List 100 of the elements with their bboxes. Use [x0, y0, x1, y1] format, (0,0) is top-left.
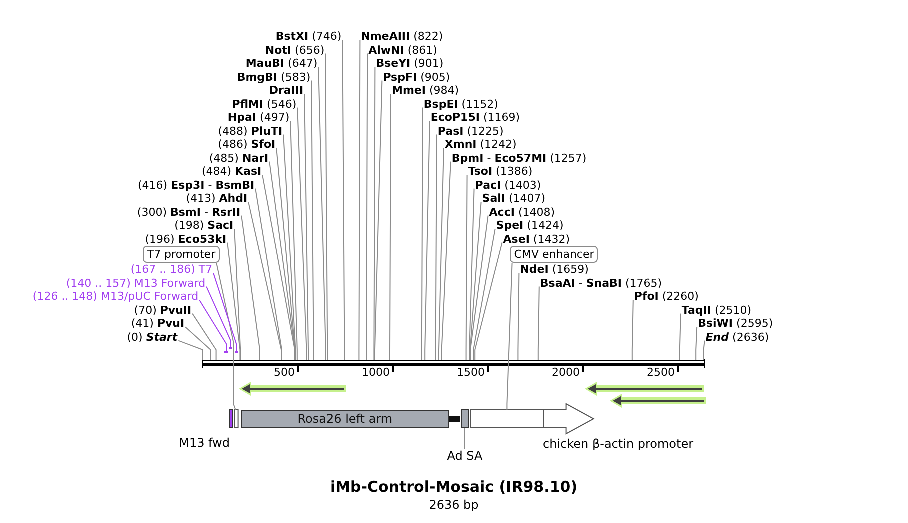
leader-line [441, 161, 452, 360]
feature-bar [234, 410, 239, 428]
restriction-site-label: (41) PvuI [131, 317, 185, 330]
restriction-site-label: MauBI (647) [246, 57, 318, 70]
restriction-site-label: PfoI (2260) [634, 290, 699, 304]
restriction-site-label: (485) NarI [209, 152, 269, 165]
restriction-site-label: MmeI (984) [392, 84, 460, 98]
feature-block [543, 403, 595, 435]
restriction-site-label: NotI (656) [265, 44, 325, 57]
leader-line [679, 313, 682, 360]
restriction-site-label: EcoP15I (1169) [430, 111, 520, 124]
leader-line [696, 326, 698, 360]
restriction-site-label: SpeI (1424) [496, 219, 564, 232]
leader-line [213, 272, 237, 352]
map-title: iMb-Control-Mosaic (IR98.10) [330, 478, 578, 496]
axis-tick-label: 1500 [457, 366, 485, 379]
leader-line [199, 300, 227, 352]
restriction-site-label: BstXI (746) [276, 30, 342, 44]
leader-line [390, 94, 392, 360]
restriction-site-label: (70) PvuII [134, 304, 192, 317]
feature-label: chicken β-actin promoter [543, 437, 694, 451]
leader-line [366, 53, 368, 360]
leader-line [518, 272, 520, 360]
restriction-site-label: PspFI (905) [383, 70, 450, 84]
restriction-site-label: BsaAI - SnaBI (1765) [540, 276, 662, 290]
axis-tick-label: 2000 [552, 366, 580, 379]
leader-line [506, 262, 513, 410]
feature-bar [229, 410, 233, 428]
leader-line [342, 40, 346, 360]
restriction-site-label: SalI (1407) [482, 192, 546, 206]
feature-label: T7 promoter [143, 246, 220, 263]
primer-mark [229, 347, 232, 349]
leader-line [216, 262, 236, 410]
axis-tick-label: 1000 [362, 366, 390, 379]
leader-line [538, 286, 540, 360]
leader-line [241, 215, 260, 360]
restriction-site-label: BseYI (901) [376, 57, 444, 70]
leader-line [234, 228, 242, 360]
leader-line [311, 80, 314, 360]
leader-line [297, 107, 308, 360]
directional-feature [610, 394, 706, 408]
restriction-site-label: BsiWI (2595) [698, 317, 774, 330]
feature-block [461, 410, 469, 428]
restriction-site-label: BspEI (1152) [424, 98, 498, 111]
restriction-site-label: AseI (1432) [503, 232, 570, 246]
primer-label: (140 .. 157) M13 Forward [66, 276, 206, 290]
restriction-site-label: PflMI (546) [232, 98, 297, 111]
leader-line [318, 66, 326, 360]
feature-block: Rosa26 left arm [241, 410, 449, 428]
restriction-site-label: NdeI (1659) [520, 263, 589, 276]
feature-label: CMV enhancer [510, 246, 598, 263]
restriction-site-label: (486) SfoI [218, 138, 276, 152]
leader-line [192, 313, 217, 360]
primer-mark [224, 351, 228, 353]
leader-line [290, 120, 298, 360]
axis-tick-label: 500 [274, 366, 295, 379]
restriction-site-label: (300) BsmI - RsrII [137, 206, 241, 219]
leader-line [185, 326, 212, 360]
restriction-site-label: HpaI (497) [228, 111, 290, 124]
restriction-site-label: (413) AhdI [186, 192, 248, 206]
leader-line [470, 215, 489, 360]
restriction-site-label: BpmI - Eco57MI (1257) [452, 152, 587, 165]
leader-line [374, 80, 383, 360]
leader-line [304, 94, 309, 360]
leader-line [474, 242, 503, 360]
leader-line [421, 107, 424, 360]
feature-label: M13 fwd [179, 436, 230, 450]
leader-line [632, 300, 634, 360]
leader-line [255, 188, 282, 360]
leader-line [464, 428, 466, 450]
leader-line [703, 340, 706, 360]
primer-label: (126 .. 148) M13/pUC Forward [32, 290, 199, 304]
restriction-site-label: (488) PluTI [218, 124, 283, 138]
leader-line [262, 174, 296, 360]
primer-mark [235, 351, 238, 353]
leader-line [466, 174, 468, 360]
leader-line [227, 242, 241, 360]
restriction-site-label: (484) KasI [202, 165, 262, 178]
restriction-site-label: AlwNI (861) [368, 44, 438, 57]
directional-feature [585, 382, 704, 396]
restriction-site-label: TaqII (2510) [682, 304, 752, 317]
leader-line [358, 40, 361, 360]
restriction-site-label: DraIII [269, 84, 304, 98]
restriction-site-label: XmnI (1242) [444, 138, 517, 152]
sequence-end-label: End (2636) [706, 330, 770, 344]
restriction-site-label: PacI (1403) [475, 178, 542, 192]
linker-bar [449, 416, 460, 422]
leader-line [178, 340, 204, 360]
restriction-site-label: (196) Eco53kI [145, 232, 227, 246]
feature-label: Ad SA [447, 449, 483, 463]
primer-label: (167 .. 186) T7 [130, 263, 213, 276]
axis-tick-label: 2500 [647, 366, 675, 379]
leader-line [435, 134, 438, 360]
leader-line [374, 66, 376, 360]
restriction-site-label: (416) Esp3I - BsmBI [138, 178, 255, 192]
leader-line [469, 188, 475, 360]
leader-line [206, 286, 231, 348]
leader-line [438, 148, 444, 360]
restriction-site-label: (198) SacI [174, 219, 234, 232]
restriction-site-label: TsoI (1386) [468, 165, 533, 178]
